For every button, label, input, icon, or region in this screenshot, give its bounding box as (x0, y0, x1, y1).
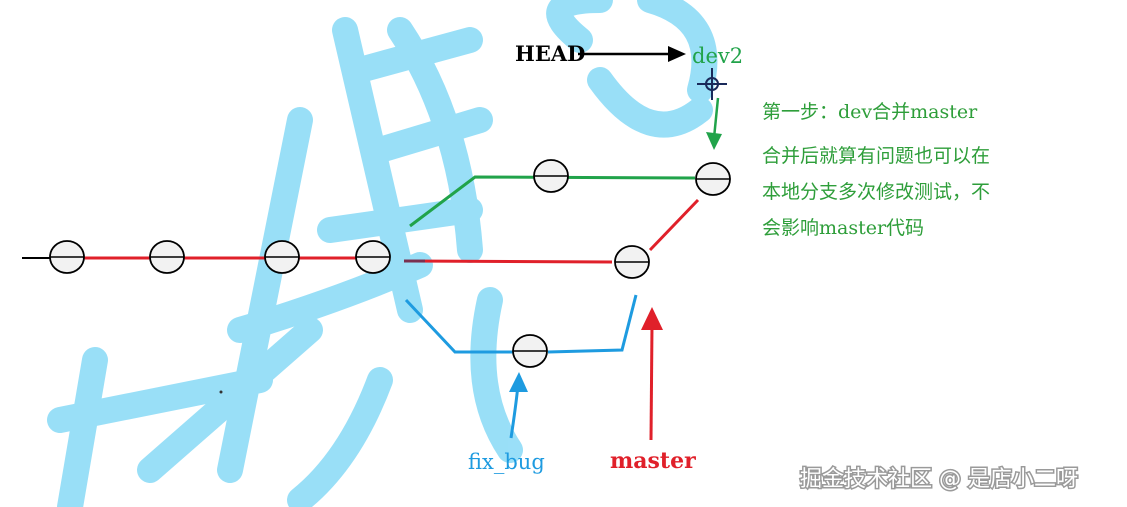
master-branch-line (409, 259, 613, 264)
annotation-line-4: 会影响master代码 (762, 217, 924, 239)
platform-watermark: 掘金技术社区 @ 是店小二呀 (800, 467, 1078, 492)
commit-node[interactable] (149, 240, 185, 274)
cursor-crosshair-icon (697, 68, 727, 100)
master-pointer-arrow-head (641, 307, 663, 330)
fix-bug-pointer-arrow-head (509, 372, 528, 392)
background-watermark-strokes (47, 0, 718, 507)
head-arrow-head (668, 46, 686, 62)
annotation-line-1: 第一步：dev合并master (762, 101, 978, 123)
commit-node[interactable] (355, 240, 391, 274)
fix-bug-pointer-arrow-shaft (509, 384, 520, 439)
master-commit-node[interactable] (614, 245, 650, 279)
commit-node[interactable] (49, 240, 85, 274)
fix-bug-label: fix_bug (468, 450, 545, 474)
dev2-pointer-arrow-head (706, 132, 722, 150)
fix-bug-branch-line (404, 298, 515, 354)
master-label: master (610, 448, 696, 474)
master-pointer-arrow-shaft (649, 324, 654, 441)
fix-bug-commit-node[interactable] (512, 334, 548, 368)
fix-bug-merge-line (547, 294, 638, 354)
annotation-line-2: 合并后就算有问题也可以在 (762, 145, 990, 167)
master-to-dev2-merge-line (648, 198, 700, 252)
dev2-branch-line (409, 175, 696, 228)
stray-dot (219, 390, 223, 394)
dev2-pointer-arrow-shaft (712, 97, 720, 139)
head-label: HEAD (515, 41, 585, 66)
dev2-commit-node[interactable] (533, 159, 569, 193)
dev2-merge-commit-node[interactable] (695, 162, 731, 196)
commit-node[interactable] (264, 240, 300, 274)
dev2-label: dev2 (692, 44, 743, 68)
annotation-line-3: 本地分支多次修改测试，不 (762, 181, 990, 203)
